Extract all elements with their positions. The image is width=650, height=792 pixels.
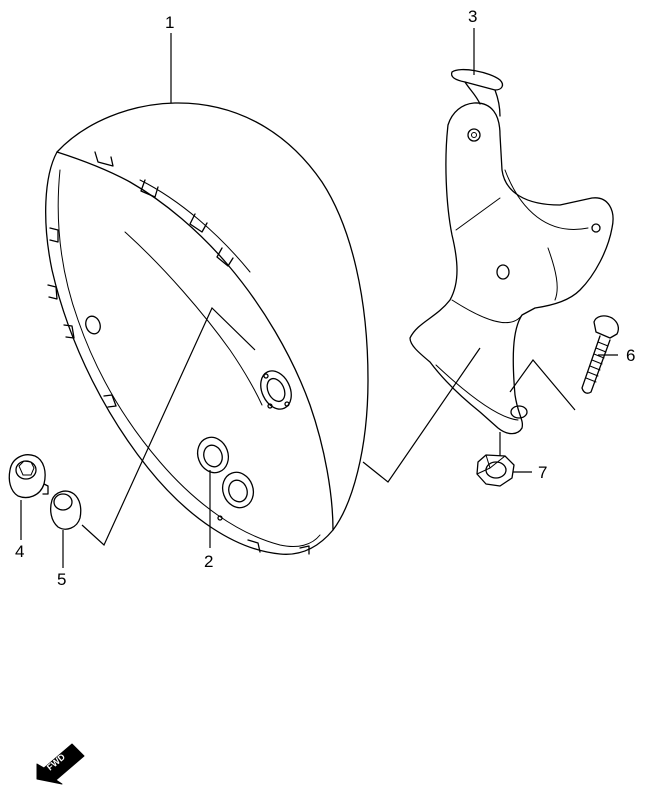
part-label-6: 6 xyxy=(626,346,635,365)
cushion-part-5 xyxy=(50,490,82,530)
leader-lines xyxy=(20,28,618,568)
headlamp-bracket xyxy=(409,102,614,435)
harness-clamp xyxy=(450,68,504,117)
bolt-part-6 xyxy=(581,315,619,394)
part-label-2: 2 xyxy=(204,552,213,571)
part-labels: 1 3 2 4 5 6 7 xyxy=(15,7,635,589)
bolt-part-4 xyxy=(8,454,49,499)
part-label-5: 5 xyxy=(57,570,66,589)
headlamp-housing xyxy=(45,102,369,555)
part-label-7: 7 xyxy=(538,463,547,482)
forward-direction-arrow: FWD xyxy=(36,743,85,785)
nut-part-7 xyxy=(476,454,515,487)
part-label-1: 1 xyxy=(165,13,174,32)
part-label-4: 4 xyxy=(15,542,24,561)
part-label-3: 3 xyxy=(468,7,477,26)
